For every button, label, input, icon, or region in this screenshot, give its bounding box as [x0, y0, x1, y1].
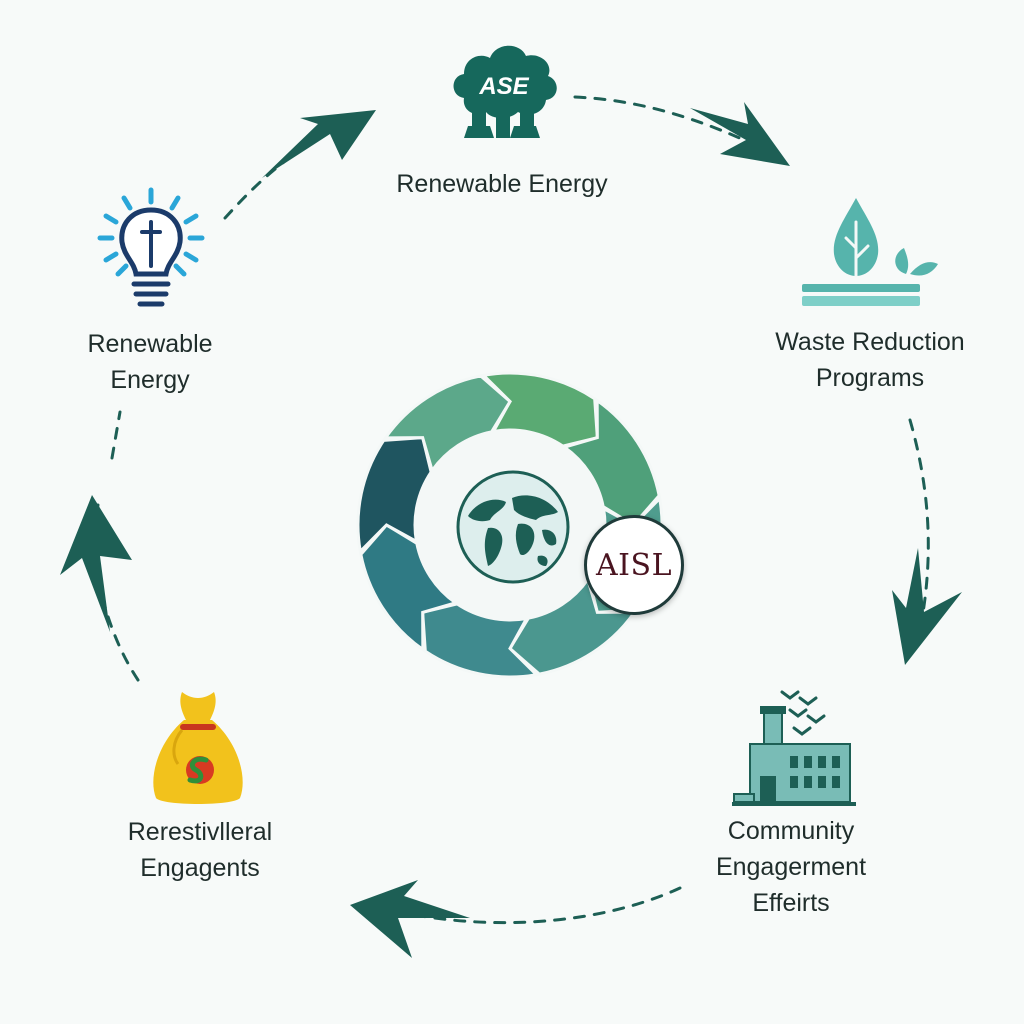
- leaf-drop-icon: [802, 198, 938, 306]
- node-top-line-1: Renewable Energy: [396, 170, 608, 198]
- node-left-line-1: Renewable: [87, 330, 213, 358]
- arrowhead-bottom: [350, 880, 470, 958]
- node-bottom-left-line-1: Rerestivlleral: [127, 818, 273, 846]
- node-bottom-left-line-2: Engagents: [140, 854, 260, 882]
- factory-icon: [732, 690, 856, 806]
- node-right-line-1: Waste Reduction: [775, 328, 965, 356]
- node-left-line-2: Energy: [110, 366, 190, 394]
- node-top-label: Renewable Energy: [352, 166, 652, 202]
- globe-icon: [456, 470, 570, 584]
- arrow-bottom-right-to-bottom-left: [368, 886, 682, 925]
- node-left-label: Renewable Energy: [40, 326, 260, 398]
- arrowhead-left: [60, 495, 132, 632]
- arrowhead-top-left: [262, 110, 376, 178]
- ase-logo-text: ASE: [478, 73, 529, 100]
- money-bag-icon: [153, 692, 243, 804]
- node-bottom-left-label: Rerestivlleral Engagents: [80, 814, 320, 886]
- arrow-right-to-bottom-right: [908, 418, 930, 642]
- aisl-badge-text: AISL: [596, 547, 672, 583]
- node-right-line-2: Programs: [815, 364, 925, 392]
- arrowhead-right: [892, 548, 962, 665]
- lightbulb-icon: [97, 187, 205, 307]
- arrow-top-to-right: [573, 95, 772, 154]
- node-right-label: Waste Reduction Programs: [730, 324, 1010, 396]
- aisl-badge: AISL: [584, 515, 684, 615]
- ase-cloud-tree-icon: ASE: [453, 45, 557, 138]
- node-bottom-right-line-3: Effeirts: [752, 889, 830, 917]
- node-bottom-right-line-1: Community: [727, 817, 855, 845]
- arrowhead-top-right: [690, 102, 790, 166]
- node-bottom-right-label: Community Engagerment Effeirts: [660, 813, 922, 921]
- node-bottom-right-line-2: Engagerment: [715, 853, 867, 881]
